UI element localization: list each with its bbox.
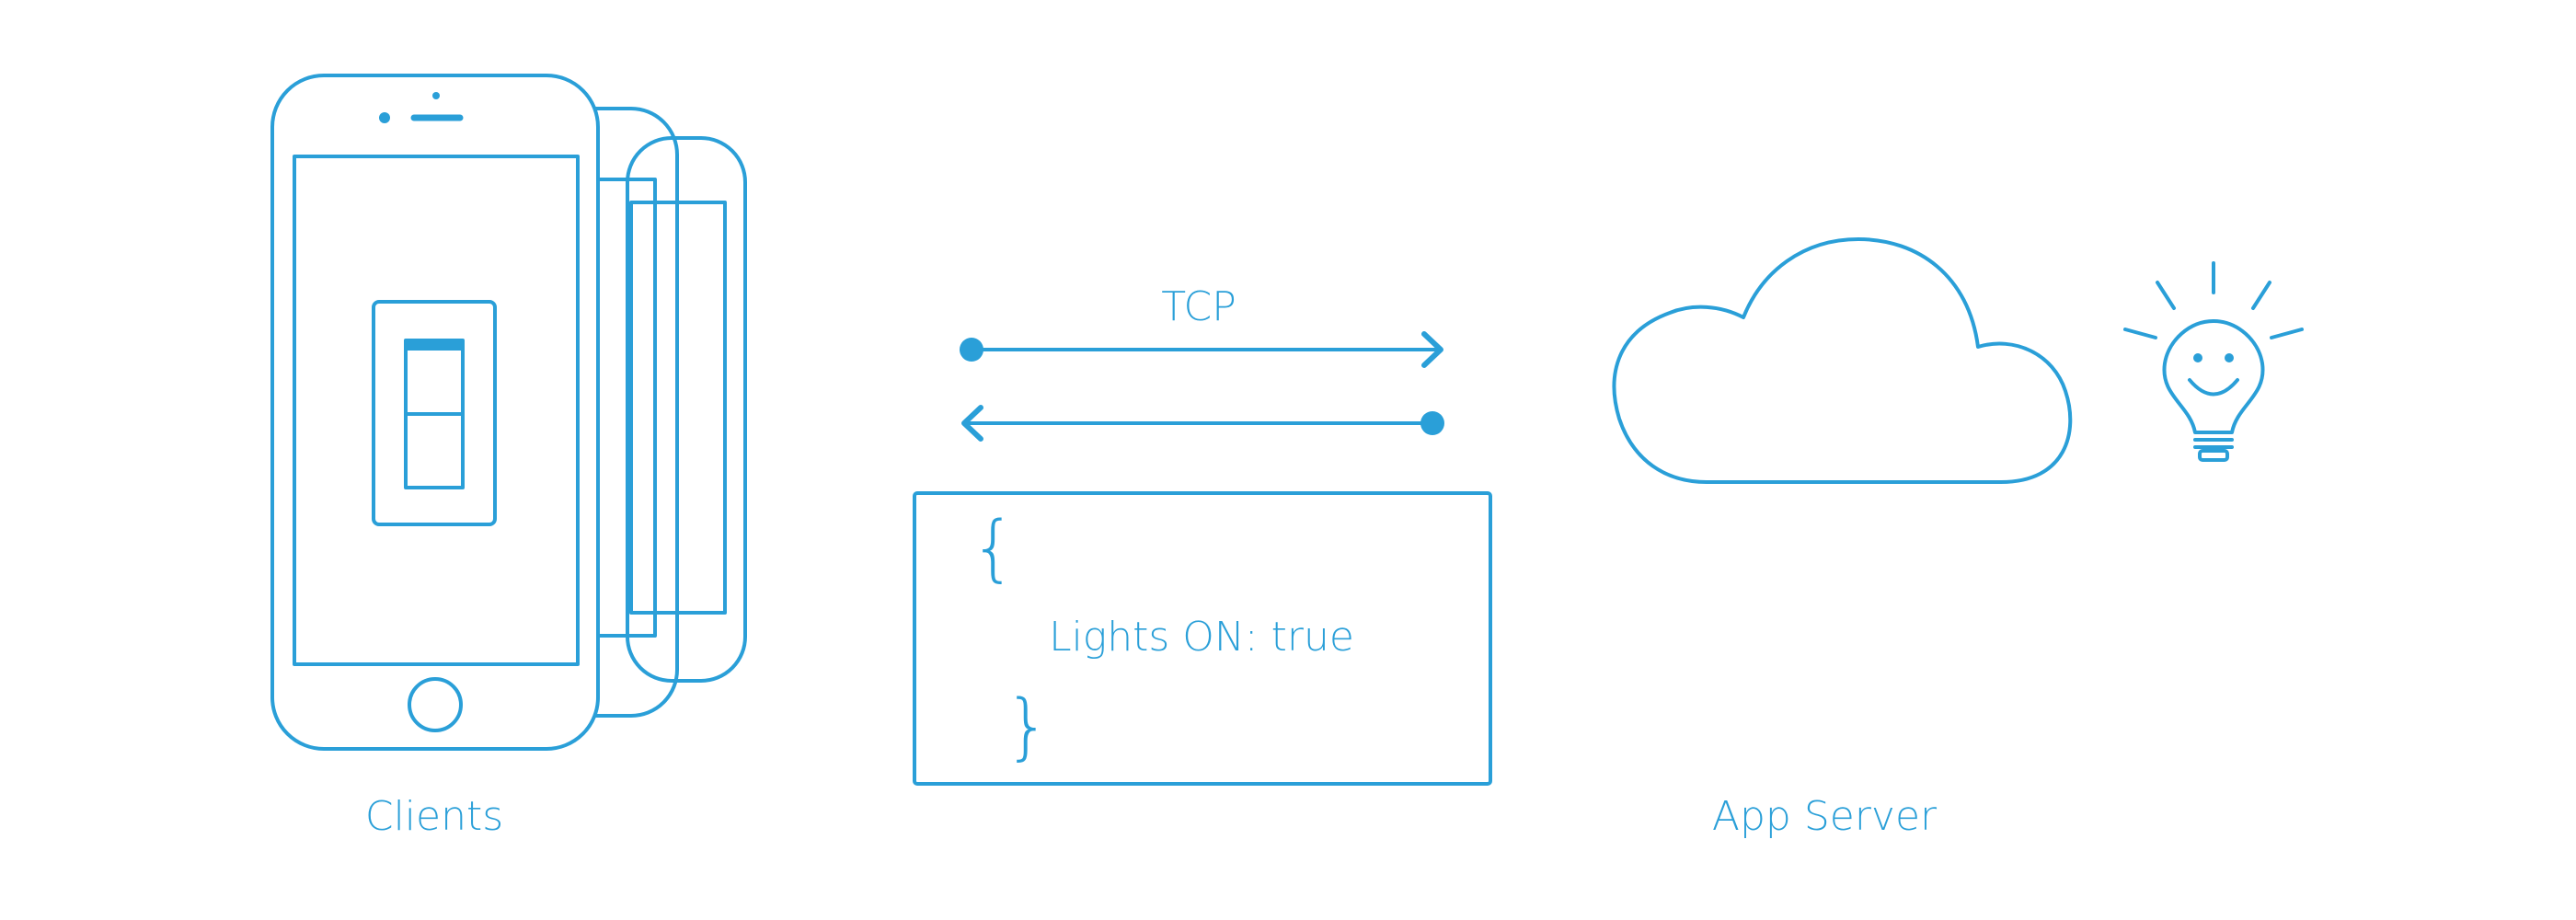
phone-icon [270,74,600,751]
server-group: App Server [1612,237,2304,840]
payload-close-brace: } [1005,685,1051,768]
clients-group: Clients [270,74,747,840]
lightbulb-icon [2123,261,2304,462]
payload-box: { Lights ON: true } [913,491,1492,786]
server-label: App Server [1712,793,1938,840]
protocol-label: TCP [1161,283,1236,330]
phone-icon [626,136,747,683]
light-switch-icon [372,300,497,526]
payload-open-brace: { [971,507,1017,590]
clients-label: Clients [365,793,503,840]
cloud-icon [1612,237,2073,484]
tcp-connection: TCP [960,283,1444,442]
payload-text: Lights ON: true [1049,614,1354,661]
arrow-left-icon [961,405,1444,442]
arrow-right-icon [960,331,1443,368]
